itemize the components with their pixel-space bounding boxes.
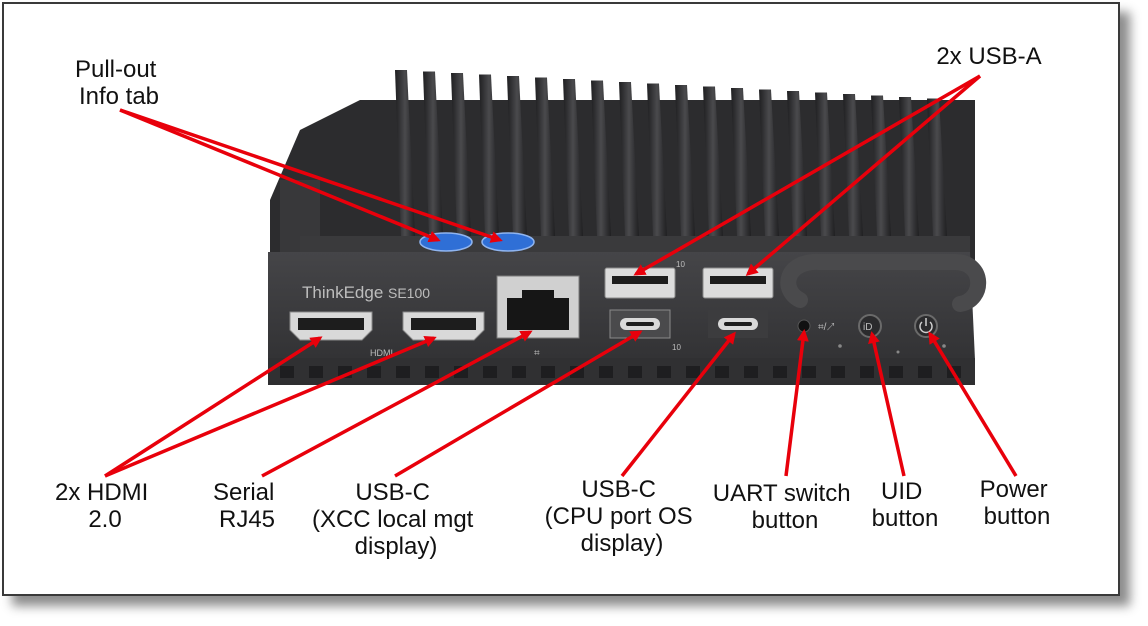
rail-notch (628, 366, 642, 378)
arrow-hdmi-right (104, 335, 437, 478)
usb-a-speed-mark: 10 (676, 260, 685, 269)
heatsink-fin (423, 71, 443, 236)
usb-a-port-2[interactable] (702, 267, 774, 299)
heatsink-fin (703, 86, 723, 236)
usb-a-port-1[interactable] (604, 267, 676, 299)
rail-notch (773, 366, 787, 378)
rail-notch (309, 366, 323, 378)
uid-button[interactable]: iD (858, 314, 882, 338)
heatsink-fin (395, 70, 415, 236)
rail-notch (541, 366, 555, 378)
heatsink-fin (871, 95, 891, 236)
usb-c-speed-mark: 10 (672, 343, 681, 352)
heatsink-fin (451, 73, 471, 236)
rail-notch (512, 366, 526, 378)
heatsink-fin (619, 82, 639, 236)
rail-notch (396, 366, 410, 378)
usb-c-xcc-port[interactable] (609, 309, 671, 339)
label-usb-c-xcc: USB-C (XCC local mgt display) (312, 479, 480, 560)
rail-notch (657, 366, 671, 378)
rail-notch (367, 366, 381, 378)
power-button[interactable] (914, 314, 938, 338)
rail-notch (599, 366, 613, 378)
heatsink-fin (731, 88, 751, 236)
arrow-power (928, 331, 1018, 477)
label-usb-a: 2x USB-A (936, 43, 1041, 70)
arrow-pullout-right (119, 108, 503, 243)
rail-notch (831, 366, 845, 378)
arrow-uid (868, 331, 906, 477)
hdmi-port-2[interactable] (402, 311, 485, 341)
label-serial-rj45: Serial RJ45 (213, 479, 281, 533)
hdmi-logo: HDMI (370, 348, 393, 358)
status-led (942, 344, 946, 348)
rail-notch (918, 366, 932, 378)
rail-notch (425, 366, 439, 378)
serial-rj45-port[interactable] (496, 275, 580, 339)
label-usb-c-cpu: USB-C (CPU port OS display) (545, 476, 700, 557)
heatsink-fin (591, 80, 611, 236)
bottom-rail-notches (280, 366, 961, 378)
heatsink-fin (507, 76, 527, 236)
brand-logo: ThinkEdge (302, 283, 383, 302)
arrow-usbc-cpu (620, 331, 736, 478)
rail-notch (280, 366, 294, 378)
arrow-serial (261, 330, 533, 478)
front-top-ledge (300, 236, 970, 252)
label-uart-switch: UART switch button (713, 480, 857, 534)
arrow-uart (784, 329, 809, 477)
uart-switch-button[interactable] (797, 319, 811, 333)
arrow-usbc-xcc (394, 330, 643, 478)
callout-labels: Pull-out Info tab 2x USB-A 2x HDMI 2.0 S… (55, 43, 1055, 560)
label-hdmi: 2x HDMI 2.0 (55, 479, 155, 533)
uart-symbol: ⌗/↗ (818, 322, 834, 333)
serial-symbol: ⌗ (534, 348, 540, 359)
callout-arrows (104, 74, 1018, 478)
rail-notch (744, 366, 758, 378)
label-uid-button: UID button (872, 478, 939, 532)
heatsink-fin (899, 97, 919, 236)
heatsink-fin (647, 83, 667, 236)
heatsink-fin (479, 74, 499, 236)
heatsink-fins (395, 70, 947, 236)
heatsink-fin (535, 77, 555, 236)
heatsink-fin (843, 94, 863, 236)
arrow-pullout-left (119, 108, 441, 243)
carry-handle[interactable] (780, 253, 987, 312)
rail-notch (715, 366, 729, 378)
svg-text:iD: iD (863, 322, 872, 333)
model-logo: SE100 (388, 285, 430, 301)
rail-notch (889, 366, 903, 378)
arrow-usba-left (633, 74, 981, 276)
rail-notch (483, 366, 497, 378)
usb-c-cpu-port[interactable] (708, 310, 768, 338)
hdmi-port-1[interactable] (289, 311, 373, 341)
label-power-button: Power button (980, 476, 1055, 530)
heatsink-fin (675, 85, 695, 236)
arrow-hdmi-left (104, 336, 323, 478)
arrow-usba-right (745, 74, 982, 276)
rail-notch (686, 366, 700, 378)
heatsink-fin (563, 79, 583, 236)
rail-notch (860, 366, 874, 378)
status-led (896, 350, 900, 354)
heatsink-fin (927, 98, 947, 236)
heatsink-fin (787, 91, 807, 236)
label-pullout-info-tab: Pull-out Info tab (75, 56, 163, 110)
status-led (838, 344, 842, 348)
rail-notch (802, 366, 816, 378)
